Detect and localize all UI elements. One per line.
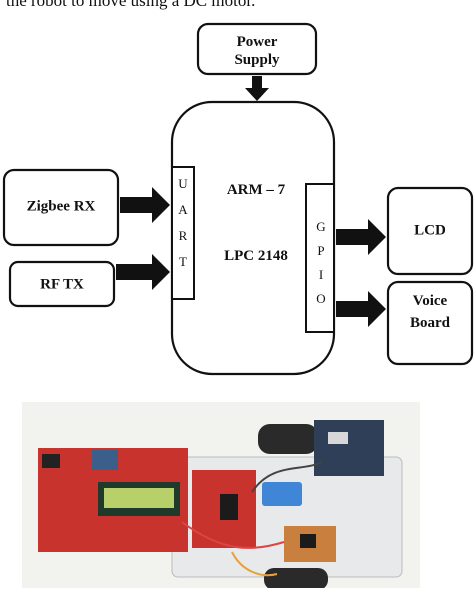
rear-wheel [258,424,318,454]
power-supply-label-2: Supply [234,52,280,68]
uart-letter-u: U [178,176,188,191]
gpio-letter-p: P [317,243,324,258]
controller-label-2: LPC 2148 [224,248,288,264]
gpio-block: G P I O [305,183,335,333]
power-supply-label-1: Power [237,34,278,50]
voice-board-block: Voice Board [386,280,474,366]
robot-photo-drawing [22,402,420,588]
gpio-letter-i: I [319,267,323,282]
power-supply-block: Power Supply [196,22,318,76]
controller-label-1: ARM – 7 [227,182,286,198]
voice-board-label-2: Board [410,315,451,331]
gpio-letter-g: G [316,219,325,234]
zigbee-rx-label: Zigbee RX [27,198,96,214]
power-arrow [245,76,269,101]
lcd-arrow [336,219,386,255]
voice-board-arrow [336,291,386,327]
rf-board [314,420,384,476]
uart-letter-r: R [179,228,188,243]
gpio-letter-o: O [316,291,325,306]
zigbee-module [262,482,302,506]
caption-fragment: the robot to move using a DC motor. [6,0,256,10]
block-diagram: Power Supply ARM – 7 LPC 2148 U A R T G … [2,22,474,376]
uart-block: U A R T [171,166,195,300]
rf-tx-label: RF TX [40,276,84,292]
robot-hardware-photo [22,402,420,588]
rf-tx-arrow [116,254,170,290]
zigbee-rx-block: Zigbee RX [2,168,120,247]
uart-letter-a: A [178,202,188,217]
uart-letter-t: T [179,254,187,269]
zigbee-arrow [120,187,170,223]
lcd-block: LCD [386,186,474,276]
lcd-label: LCD [414,222,446,238]
rf-tx-block: RF TX [8,260,116,308]
voice-board-label-1: Voice [413,293,448,309]
front-wheel [264,568,328,588]
